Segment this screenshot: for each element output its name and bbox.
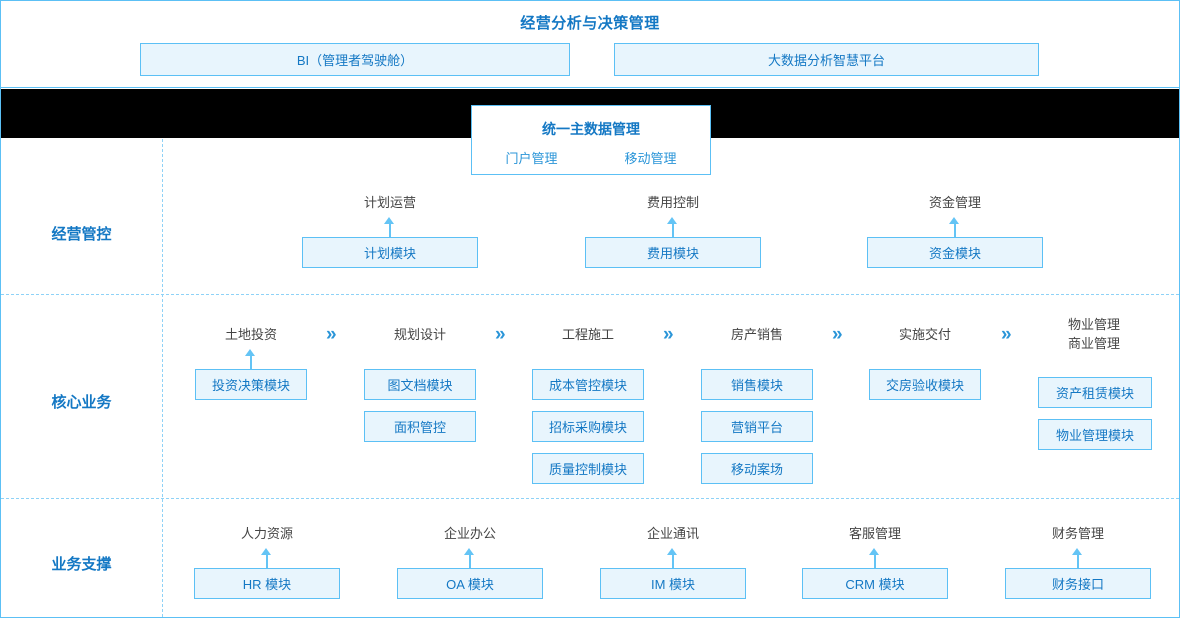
caption-property-management-line2: 商业管理 [1067,336,1120,351]
caption-expense-control: 费用控制 [646,195,699,210]
module-bidding-procurement[interactable]: 招标采购模块 [532,411,644,442]
body-area: 经营管控 核心业务 业务支撑 计划运营 计划模块 费用控制 费用模块 资金管理 … [1,139,1179,617]
master-data-card: 统一主数据管理 门户管理 移动管理 [471,105,711,175]
caption-plan-operation: 计划运营 [363,195,416,210]
chevron-right-icon: » [832,324,843,345]
module-expense[interactable]: 费用模块 [585,237,761,268]
caption-property-management: 物业管理 商业管理 [1034,315,1154,353]
module-document[interactable]: 图文档模块 [364,369,476,400]
module-handover-acceptance[interactable]: 交房验收模块 [869,369,981,400]
row-divider-1 [1,294,1179,295]
row-label-business-support: 业务支撑 [51,556,112,573]
mobile-management-link[interactable]: 移动管理 [624,151,677,166]
module-asset-leasing[interactable]: 资产租赁模块 [1038,377,1152,408]
bigdata-platform-box[interactable]: 大数据分析智慧平台 [614,43,1039,76]
row-label-core-business: 核心业务 [51,394,112,411]
page-title: 经营分析与决策管理 [520,15,660,32]
module-plan[interactable]: 计划模块 [302,237,478,268]
caption-property-sales: 房产销售 [730,327,783,342]
module-property-management[interactable]: 物业管理模块 [1038,419,1152,450]
caption-property-management-line1: 物业管理 [1067,317,1120,332]
caption-planning-design: 规划设计 [393,327,446,342]
module-crm[interactable]: CRM 模块 [802,568,948,599]
module-mobile-showroom[interactable]: 移动案场 [701,453,813,484]
module-area-control[interactable]: 面积管控 [364,411,476,442]
caption-construction: 工程施工 [561,327,614,342]
row-label-management: 经营管控 [51,226,112,243]
module-investment-decision[interactable]: 投资决策模块 [195,369,307,400]
caption-enterprise-office: 企业办公 [443,526,496,541]
module-oa[interactable]: OA 模块 [397,568,543,599]
module-sales[interactable]: 销售模块 [701,369,813,400]
vertical-divider [162,139,163,617]
caption-fund-management: 资金管理 [928,195,981,210]
module-cost-control[interactable]: 成本管控模块 [532,369,644,400]
master-data-title: 统一主数据管理 [542,121,640,137]
module-hr[interactable]: HR 模块 [194,568,340,599]
row-divider-2 [1,498,1179,499]
portal-management-link[interactable]: 门户管理 [505,151,558,166]
module-marketing-platform[interactable]: 营销平台 [701,411,813,442]
chevron-right-icon: » [1001,324,1012,345]
module-im[interactable]: IM 模块 [600,568,746,599]
module-fund[interactable]: 资金模块 [867,237,1043,268]
top-analysis-section: 经营分析与决策管理 BI（管理者驾驶舱） 大数据分析智慧平台 [1,1,1179,88]
chevron-right-icon: » [663,324,674,345]
chevron-right-icon: » [495,324,506,345]
module-finance-interface[interactable]: 财务接口 [1005,568,1151,599]
caption-delivery: 实施交付 [898,327,951,342]
caption-human-resources: 人力资源 [240,526,293,541]
caption-enterprise-communication: 企业通讯 [646,526,699,541]
caption-financial-management: 财务管理 [1051,526,1104,541]
module-quality-control[interactable]: 质量控制模块 [532,453,644,484]
master-data-links: 门户管理 移动管理 [472,148,710,167]
bi-platform-box[interactable]: BI（管理者驾驶舱） [140,43,570,76]
caption-customer-service: 客服管理 [848,526,901,541]
caption-land-investment: 土地投资 [224,327,277,342]
chevron-right-icon: » [326,324,337,345]
